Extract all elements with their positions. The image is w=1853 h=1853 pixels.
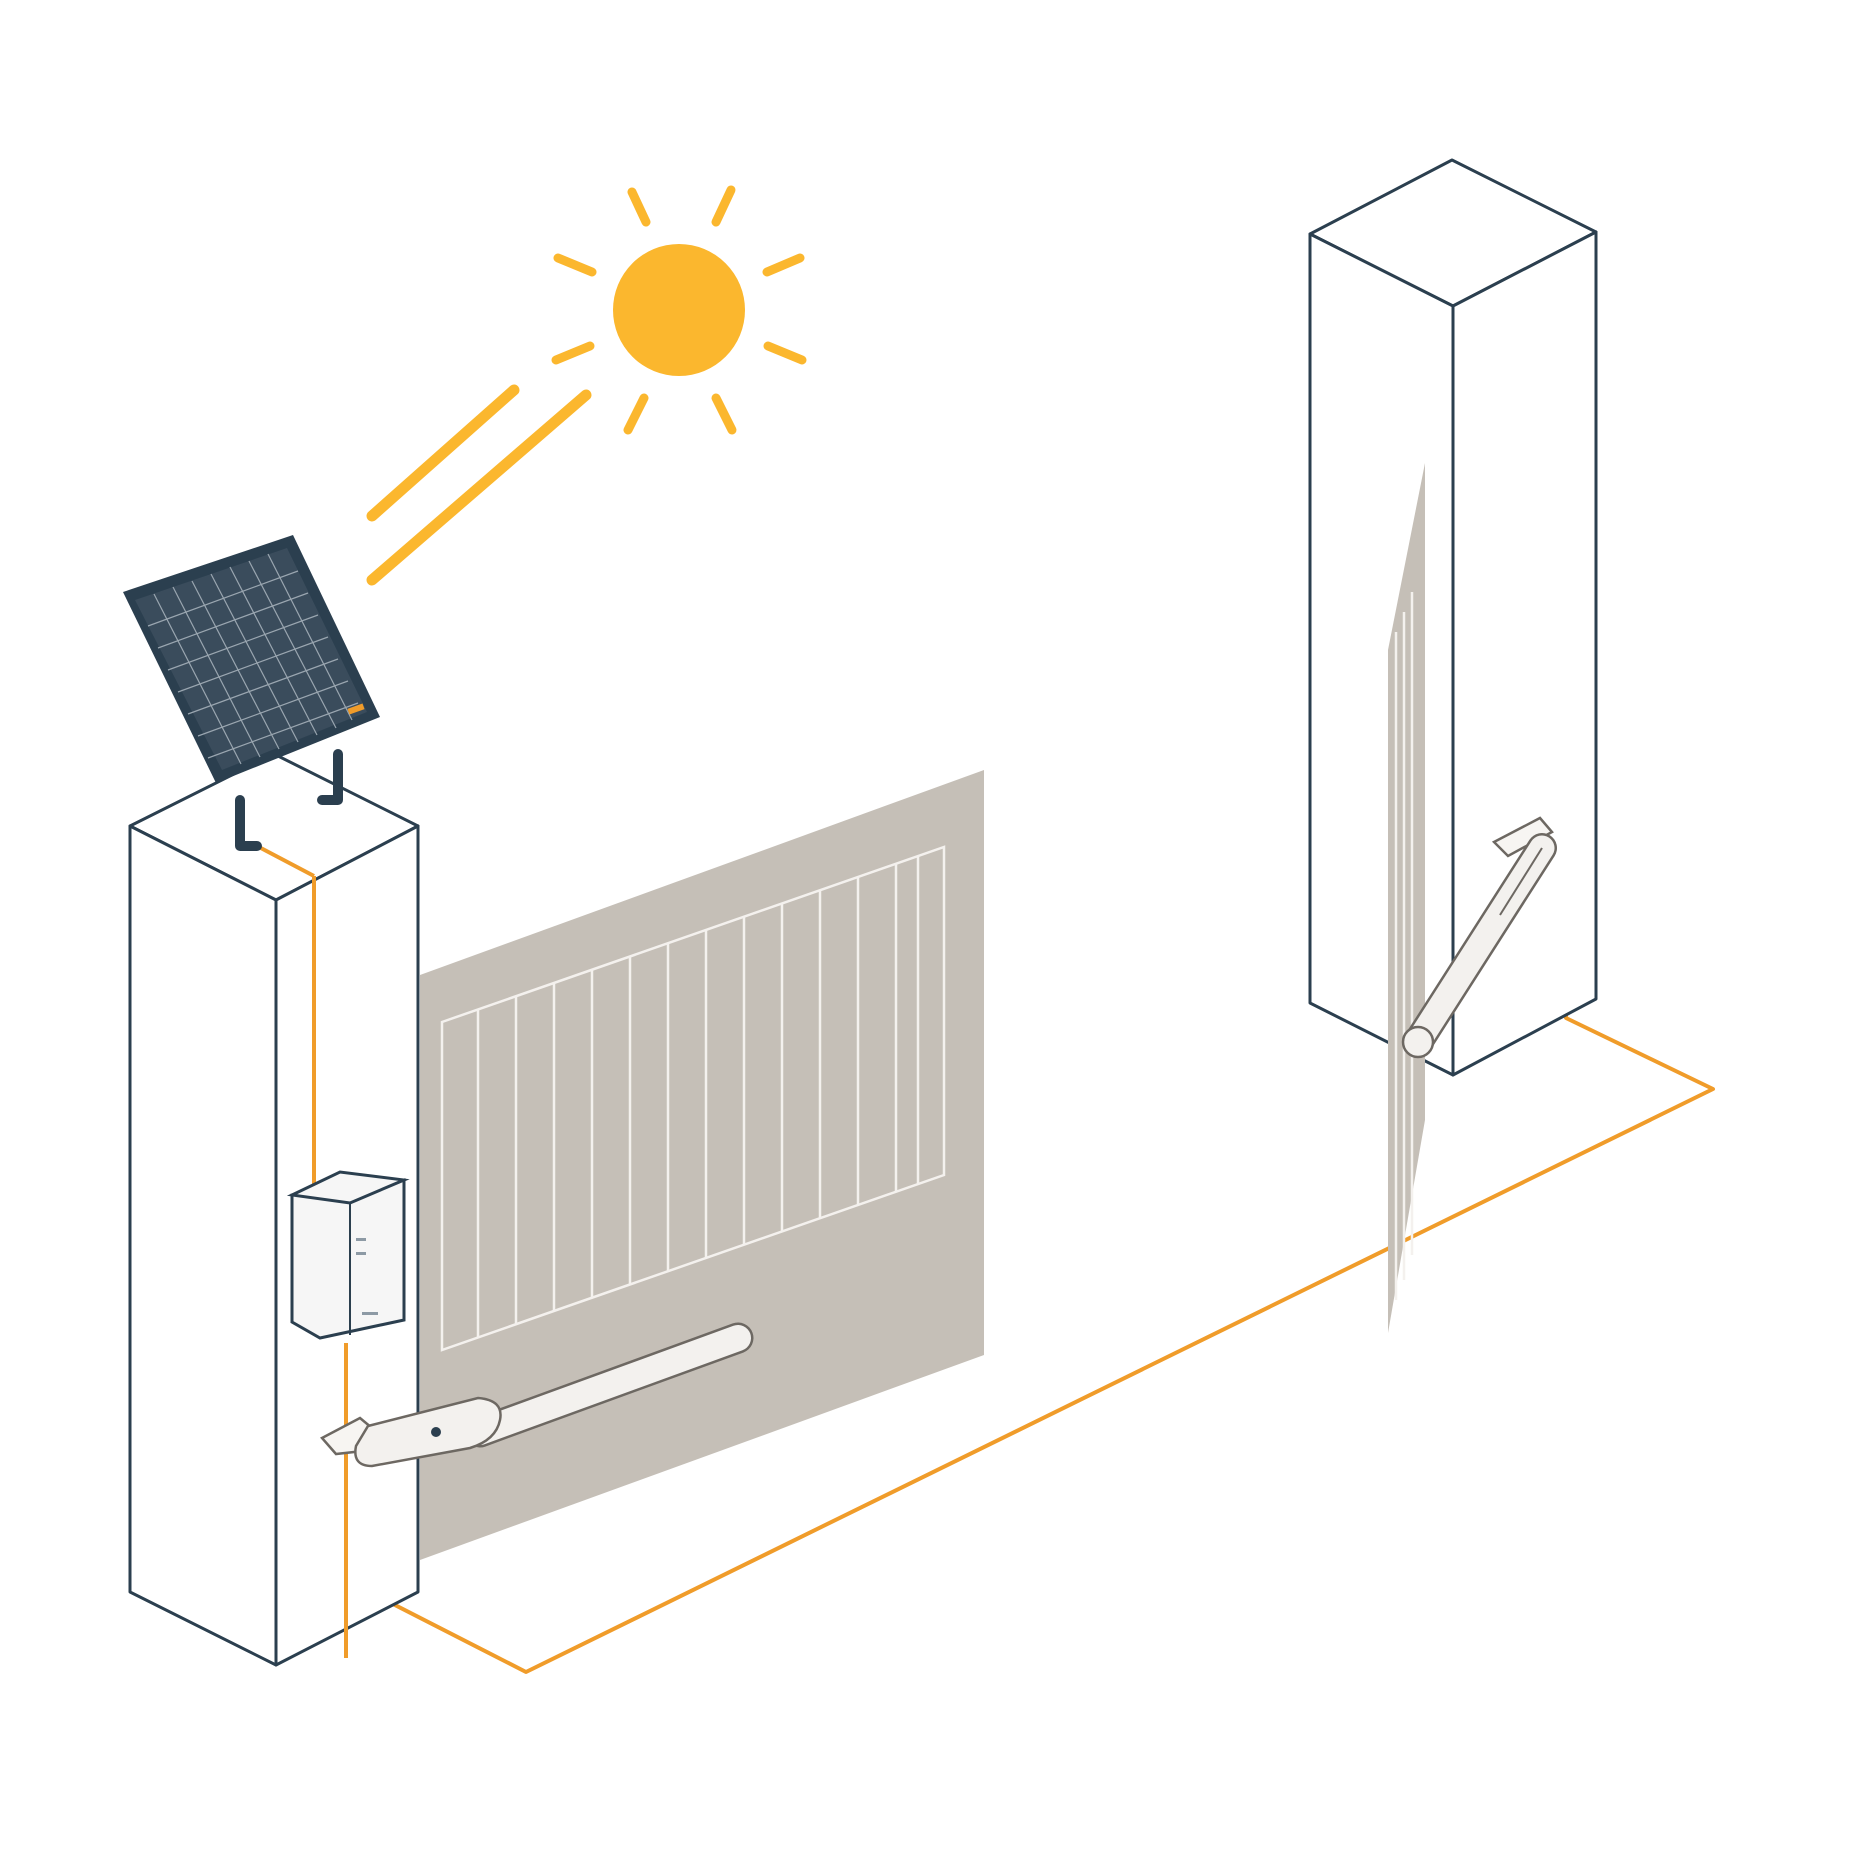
pillar-right xyxy=(1310,160,1596,1075)
sun-icon xyxy=(372,190,802,580)
sun-disc xyxy=(613,244,745,376)
sunlight-beams xyxy=(372,390,586,580)
control-box-icon xyxy=(292,1172,404,1338)
gate-leaf-left xyxy=(420,770,984,1560)
